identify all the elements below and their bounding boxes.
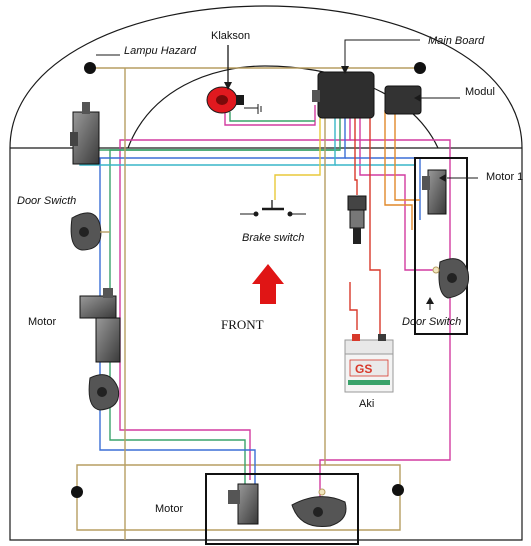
hazard-lamp-right xyxy=(414,62,426,74)
label-motor-left: Motor xyxy=(28,316,57,328)
hazard-lamp-left xyxy=(84,62,96,74)
label-motor-bottom: Motor xyxy=(155,503,184,515)
right-component-box xyxy=(414,157,478,335)
rear-lamp-circuit xyxy=(71,464,404,531)
rear-lamp-right xyxy=(392,484,404,496)
motor-left xyxy=(79,288,121,363)
module-box xyxy=(384,85,460,115)
motor-top-left xyxy=(70,102,100,165)
label-aki: Aki xyxy=(359,398,375,410)
label-main-board: Main Board xyxy=(428,35,485,47)
body-outline xyxy=(9,5,523,541)
ignition-sensor xyxy=(347,195,367,244)
brake-switch xyxy=(240,200,306,217)
battery: GS xyxy=(344,334,394,393)
label-brake-switch: Brake switch xyxy=(242,232,305,244)
main-board xyxy=(312,39,420,119)
label-klakson: Klakson xyxy=(211,30,251,42)
hazard-lamp-circuit xyxy=(84,54,426,74)
label-motor-1: Motor 1 xyxy=(486,171,524,183)
battery-brand-label: GS xyxy=(355,362,372,376)
front-arrow xyxy=(252,264,284,304)
label-front: FRONT xyxy=(221,317,264,332)
label-door-switch-left: Door Swicth xyxy=(17,195,77,207)
bottom-component-box xyxy=(205,473,359,545)
label-lampu-hazard: Lampu Hazard xyxy=(124,45,197,57)
label-door-switch-right: Door Switch xyxy=(402,316,462,328)
horn xyxy=(206,45,262,114)
label-modul: Modul xyxy=(465,86,495,98)
door-switch-left xyxy=(70,212,110,251)
door-switch-lower-left xyxy=(88,374,120,411)
rear-lamp-left xyxy=(71,486,83,498)
